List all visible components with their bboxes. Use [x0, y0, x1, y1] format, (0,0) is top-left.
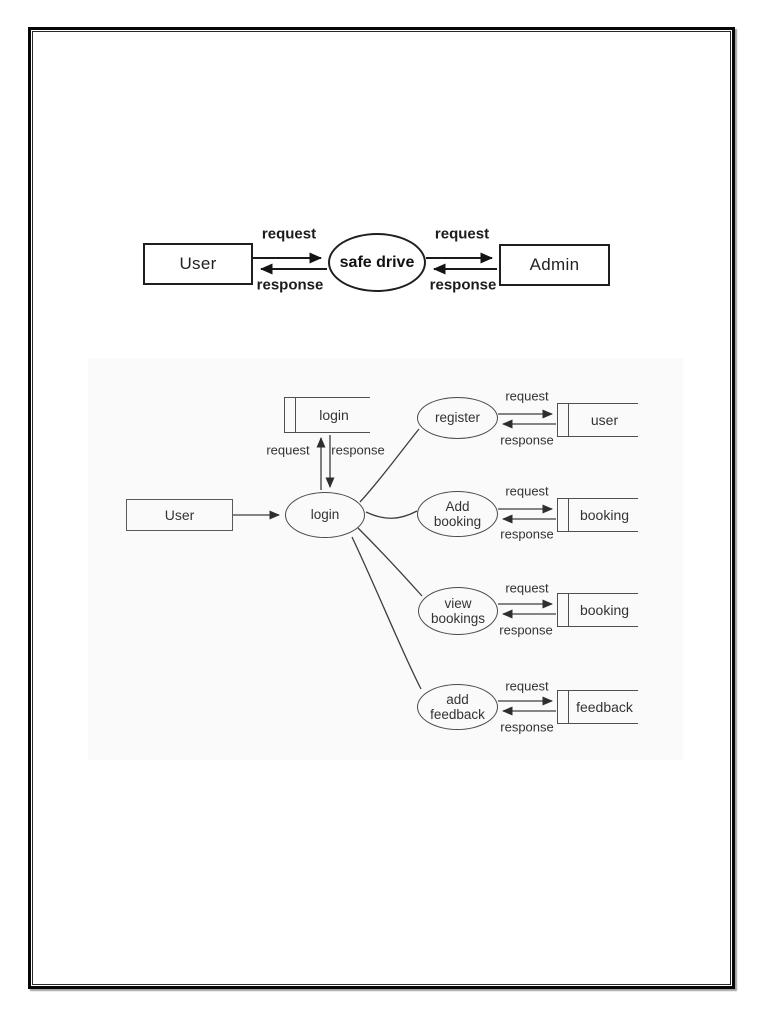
dfd-process-login: login: [285, 492, 365, 538]
dfd-login-store-request-label: request: [266, 442, 310, 458]
dfd-login-store-response-label: response: [331, 442, 385, 458]
store-divider-line: [295, 398, 296, 432]
context-label-left-response: response: [256, 276, 324, 294]
dfd-row3-request-label: request: [505, 678, 549, 694]
dfd-row1-response-label: response: [500, 526, 554, 542]
dfd-process-add-feedback: add feedback: [417, 684, 498, 730]
store-divider-line: [568, 594, 569, 626]
store-divider-line: [568, 691, 569, 723]
dfd-row2-request-label: request: [505, 580, 549, 596]
context-entity-user: User: [143, 243, 253, 285]
dfd-row2-response-label: response: [499, 622, 553, 638]
store-label: booking: [579, 507, 630, 523]
store-label: feedback: [576, 699, 633, 715]
dfd-process-add-booking: Add booking: [417, 491, 498, 537]
dfd-store-booking-2: booking: [557, 593, 638, 627]
store-label: login: [319, 407, 349, 423]
context-label-right-response: response: [429, 276, 497, 294]
context-label-right-request: request: [434, 225, 490, 243]
context-entity-admin: Admin: [499, 244, 610, 286]
context-label-left-request: request: [261, 225, 317, 243]
context-process-safe-drive: safe drive: [328, 233, 426, 292]
dfd-process-register: register: [417, 397, 498, 439]
page-border-inner-line: [32, 31, 731, 985]
dfd-row1-request-label: request: [505, 483, 549, 499]
store-divider-line: [568, 499, 569, 531]
dfd-row0-request-label: request: [505, 388, 549, 404]
dfd-store-booking-1: booking: [557, 498, 638, 532]
dfd-row3-response-label: response: [500, 719, 554, 735]
dfd-row0-response-label: response: [500, 432, 554, 448]
dfd-store-feedback: feedback: [557, 690, 638, 724]
dfd-entity-user: User: [126, 499, 233, 531]
dfd-store-login: login: [284, 397, 370, 433]
store-divider-line: [568, 404, 569, 436]
dfd-store-user: user: [557, 403, 638, 437]
store-label: booking: [579, 602, 630, 618]
store-label: user: [590, 412, 619, 428]
dfd-process-view-bookings: view bookings: [418, 587, 498, 635]
